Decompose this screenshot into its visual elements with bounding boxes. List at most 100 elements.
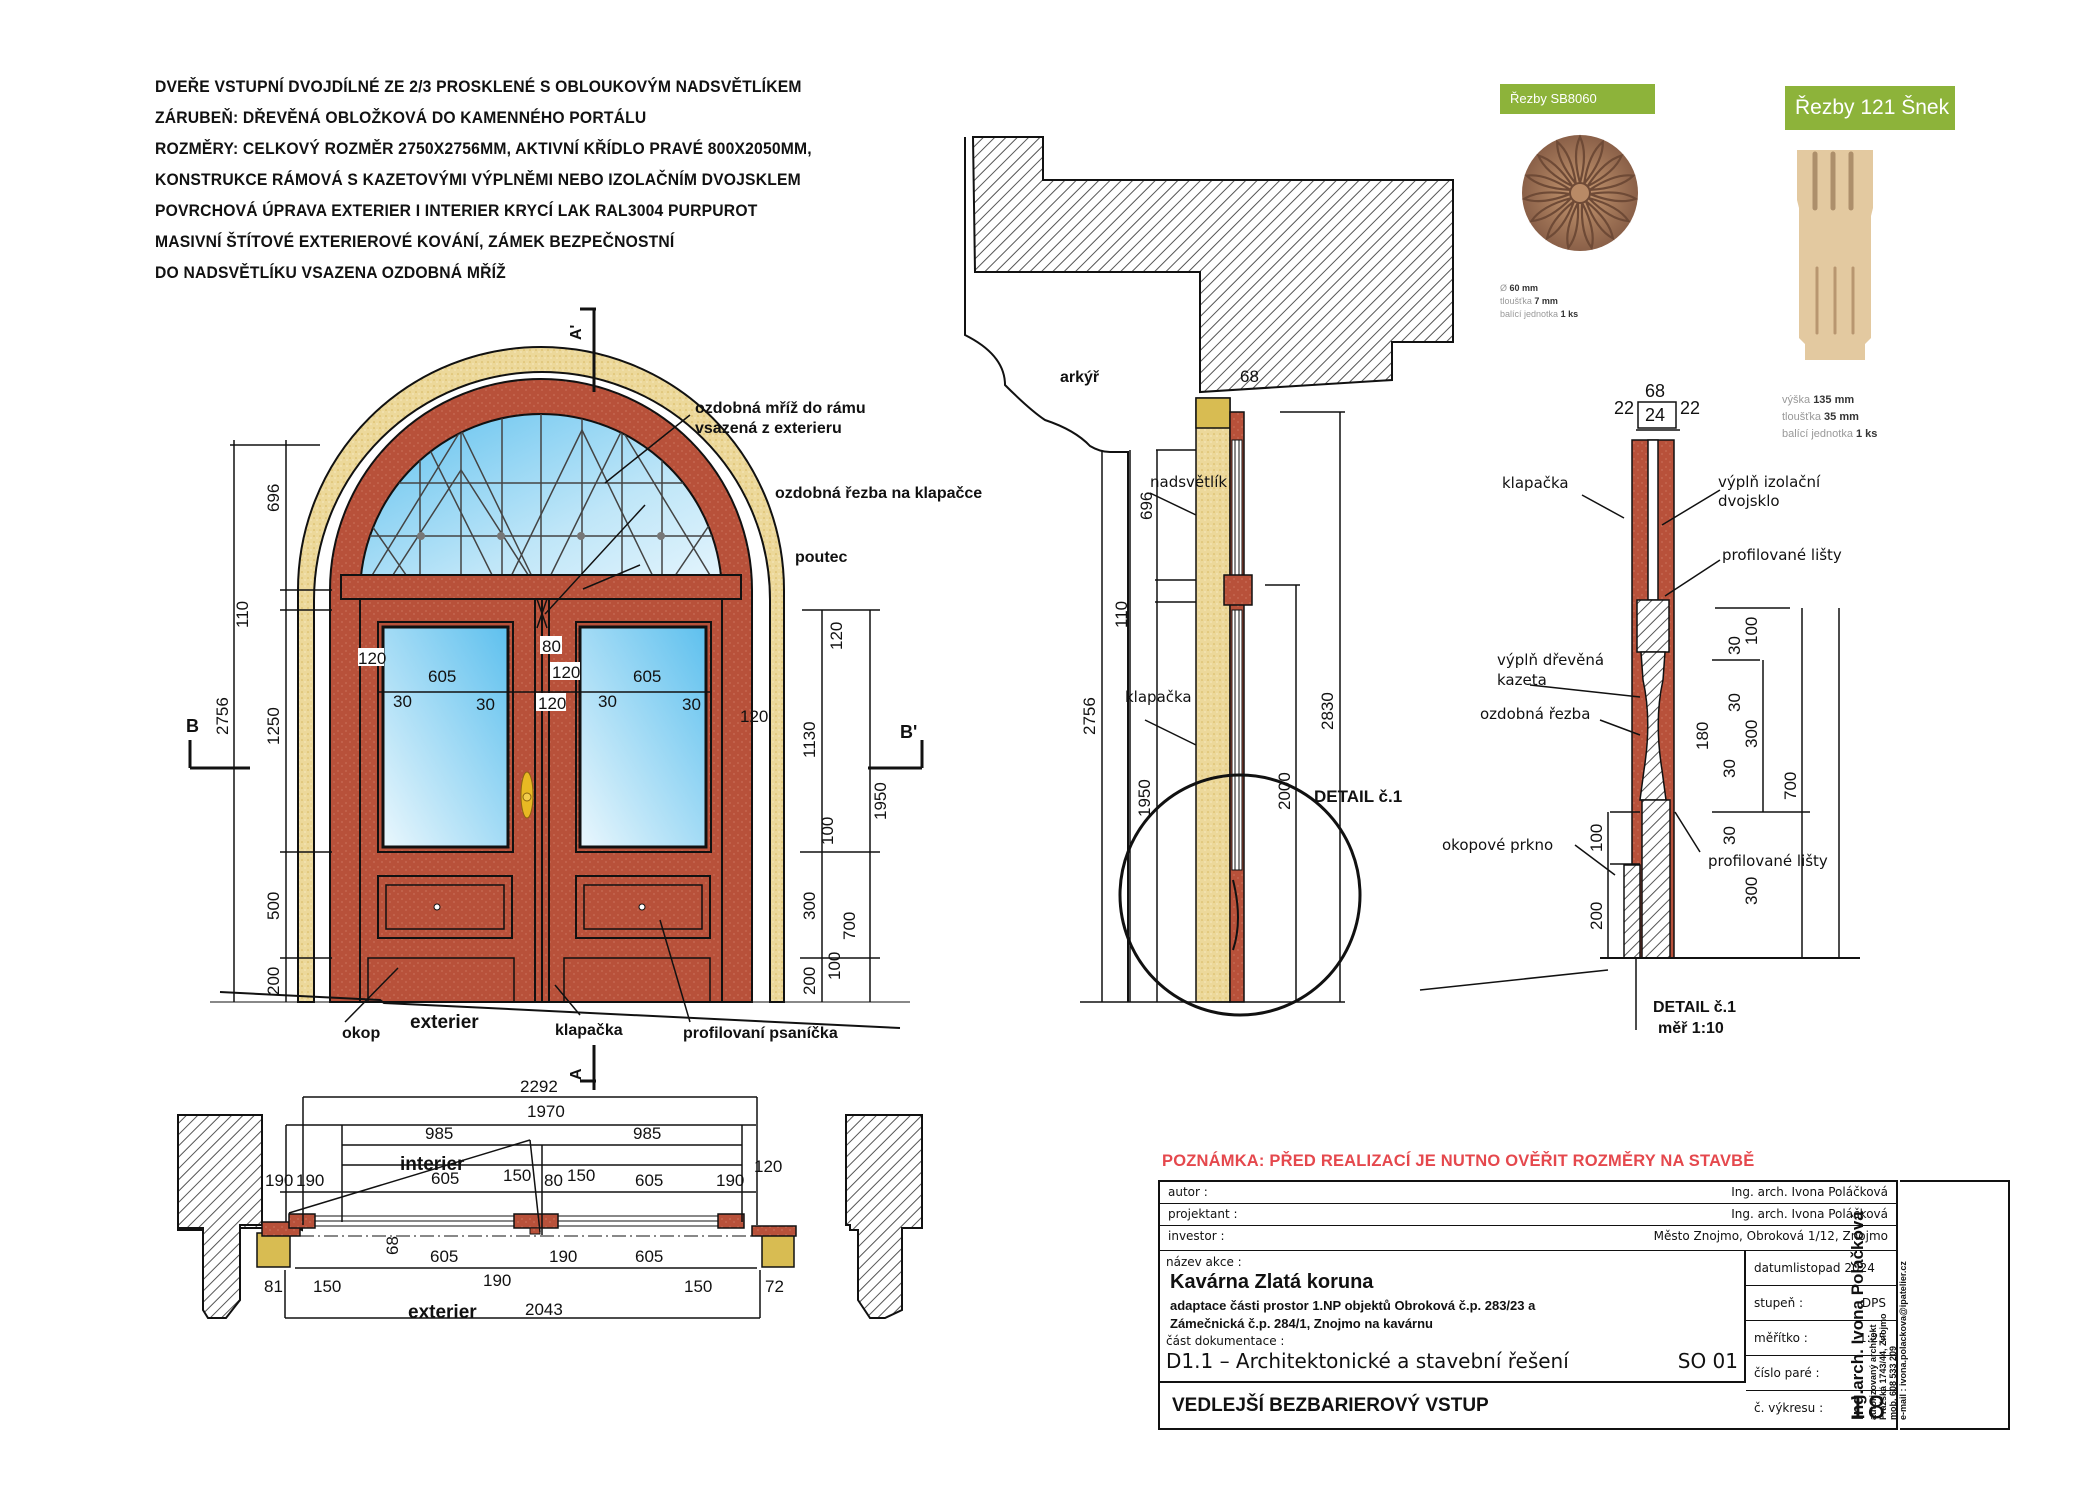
dim-2756-s: 2756 (1080, 697, 1099, 735)
architect-address: Pražská 1743/44, Znojmo (1878, 1313, 1888, 1420)
panel-right (575, 875, 711, 939)
dim-1130: 1130 (800, 721, 819, 758)
dim-80: 80 (542, 637, 561, 656)
detail-dim-100-a: 100 (1742, 617, 1761, 645)
dim-100-r2: 100 (825, 952, 844, 980)
detail-label-panel-2: kazeta (1497, 671, 1547, 689)
label-exterier: exterier (410, 1012, 479, 1033)
detail-scale: měř 1:10 (1658, 1020, 1724, 1037)
plan-dim-2292: 2292 (520, 1077, 558, 1096)
detail-dim-200: 200 (1587, 902, 1606, 930)
dim-1950-s: 1950 (1135, 779, 1154, 817)
plan-dim-190-b: 190 (296, 1171, 324, 1190)
tb-stupen: stupeň :DPS (1746, 1286, 1896, 1321)
architect-stamp: Ing.arch. Ivona Poláčková autorizovaný a… (1848, 1180, 2010, 1430)
detail-label-carving: ozdobná řezba (1480, 705, 1590, 723)
detail-dim-700: 700 (1781, 772, 1800, 800)
tb-date: datumlistopad 2024 (1746, 1251, 1896, 1286)
dim-120-a: 120 (358, 649, 386, 668)
corbel-icon (1797, 150, 1873, 360)
detail-dim-30-b: 30 (1725, 693, 1744, 712)
title-block: autor : Ing. arch. Ivona Poláčková proje… (1158, 1180, 1898, 1430)
plan-dim-605-b: 605 (635, 1171, 663, 1190)
detail-label-klapacka: klapačka (1502, 474, 1569, 492)
carving-corbel-image (1795, 148, 1875, 368)
detail-dim-68: 68 (1645, 381, 1665, 401)
tb-pare: číslo paré : (1746, 1356, 1896, 1391)
plan-dim-81: 81 (264, 1277, 283, 1296)
product-tag-sb8060: Řezby SB8060 (1500, 84, 1655, 114)
dim-120-r: 120 (827, 622, 846, 650)
dim-30-b: 30 (476, 695, 495, 714)
detail-dim-300-b: 300 (1742, 877, 1761, 905)
elevation-leaders (344, 414, 691, 1023)
plan-dim-190-e: 190 (483, 1271, 511, 1290)
section-stone-jamb (1195, 397, 1231, 1003)
plan-dim-150-b: 150 (567, 1166, 595, 1185)
detail-1: klapačka výplň izolační dvojsklo profilo… (1419, 381, 1860, 1037)
plan-dim-150-d: 150 (684, 1277, 712, 1296)
dim-700-r: 700 (840, 912, 859, 940)
rosette-icon (1521, 134, 1639, 251)
section-mark-a-top: A' (568, 325, 585, 340)
elevation-dim-texts: 696 110 2756 1250 500 200 120 1130 1950 … (213, 484, 890, 995)
plan-label-interier: interier (400, 1154, 465, 1175)
architect-email: e-mail : ivona.polackova@ipatelier.cz (1898, 1261, 1908, 1420)
verification-note: POZNÁMKA: PŘED REALIZACÍ JE NUTNO OVĚŘIT… (1162, 1152, 1755, 1170)
plan-dim-68: 68 (383, 1236, 402, 1255)
spec-line: POVRCHOVÁ ÚPRAVA EXTERIER I INTERIER KRY… (155, 202, 758, 220)
dim-1950: 1950 (871, 782, 890, 820)
label-grille-2: vsazená z exterieru (695, 420, 842, 437)
plan-stone-left (256, 1232, 291, 1268)
carving-rosette-image (1515, 128, 1645, 258)
detail-label-glass: výplň izolační (1718, 473, 1821, 491)
plan-dim-150-a: 150 (503, 1166, 531, 1185)
detail-callout-circle (1118, 773, 1362, 1017)
plan-dim-190-c: 190 (716, 1171, 744, 1190)
tb-so: SO 01 (1677, 1349, 1738, 1373)
product-meta-121-snek: výška 135 mm tloušťka 35 mm balící jedno… (1782, 394, 1878, 440)
tb-cast-label: část dokumentace : (1166, 1334, 1285, 1348)
dim-2756: 2756 (213, 697, 232, 735)
horizontal-plan: interier exterier 2292 1970 985 985 190 … (177, 1077, 923, 1323)
section-mark-b: B (186, 716, 199, 736)
spec-line: ROZMĚRY: CELKOVÝ ROZMĚR 2750X2756MM, AKT… (155, 140, 812, 158)
dim-1250: 1250 (264, 707, 283, 745)
architect-phone: mob. 608 533 209 (1888, 1345, 1898, 1420)
label-detail-1: DETAIL č.1 (1314, 787, 1402, 806)
label-nadsvetlik: nadsvětlík (1150, 473, 1227, 491)
tb-nazev-label: název akce : (1166, 1255, 1242, 1269)
dim-30-d: 30 (682, 695, 701, 714)
plan-dim-1970: 1970 (527, 1102, 565, 1121)
specification-text: DVEŘE VSTUPNÍ DVOJDÍLNÉ ZE 2/3 PROSKLENÉ… (155, 72, 812, 289)
dim-100-r: 100 (818, 817, 837, 845)
masonry-lintel (971, 136, 1454, 394)
tb-desc-1: adaptace části prostor 1.NP objektů Obro… (1170, 1298, 1536, 1313)
dim-696: 696 (264, 484, 283, 512)
label-grille: ozdobná mříž do rámu (695, 400, 866, 417)
plan-dim-985-l: 985 (425, 1124, 453, 1143)
dim-110-s: 110 (1112, 601, 1131, 628)
detail-dim-30-d: 30 (1720, 826, 1739, 845)
dim-110: 110 (233, 601, 252, 628)
dim-2000-s: 2000 (1275, 772, 1294, 810)
tb-row-projektant: projektant : Ing. arch. Ivona Poláčková (1160, 1204, 1896, 1226)
detail-title: DETAIL č.1 (1653, 999, 1736, 1016)
panel-left (377, 875, 513, 939)
product-tag-121-snek: Řezby 121 Šnek (1785, 86, 1955, 130)
label-psanicka: profilovaní psaníčka (683, 1025, 838, 1042)
glass-left (381, 625, 510, 849)
dim-2830-s: 2830 (1318, 692, 1337, 730)
label-carving: ozdobná řezba na klapačce (775, 485, 982, 502)
plan-dim-605-d: 605 (635, 1247, 663, 1266)
label-arkyr: arkýř (1060, 369, 1100, 386)
label-klapacka: klapačka (555, 1022, 623, 1039)
glass-right (578, 625, 708, 849)
detail-label-mouldings-2: profilované lišty (1708, 852, 1828, 870)
grille-rosettes (417, 532, 665, 540)
detail-dim-100-b: 100 (1587, 824, 1606, 852)
detail-dim-22-l: 22 (1614, 398, 1634, 418)
spec-line: KONSTRUKCE RÁMOVÁ S KAZETOVÝMI VÝPLNĚMI … (155, 171, 801, 189)
detail-dim-300-a: 300 (1742, 720, 1761, 748)
plan-dim-72: 72 (765, 1277, 784, 1296)
